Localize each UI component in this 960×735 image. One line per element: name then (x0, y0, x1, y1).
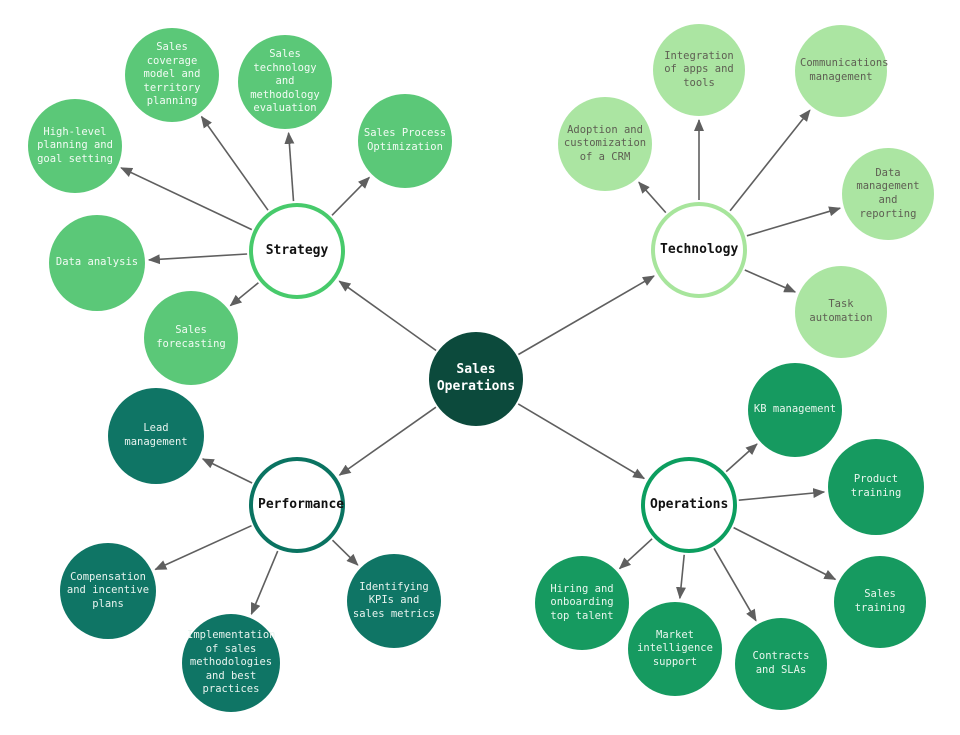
node-label-integration-apps: Integration of apps and tools (664, 49, 734, 89)
node-adoption-crm[interactable]: Adoption and customization of a CRM (558, 97, 652, 191)
node-label-performance: Performance (258, 496, 345, 512)
node-label-operations: Operations (650, 496, 729, 512)
connector-technology-to-adoption-crm (638, 181, 667, 214)
connector-sales-operations-to-technology (517, 275, 655, 356)
node-label-hiring-onboarding: Hiring and onboarding top talent (550, 582, 614, 622)
connector-sales-operations-to-strategy (338, 280, 437, 352)
node-sales-operations[interactable]: Sales Operations (429, 332, 523, 426)
connector-technology-to-task-automation (744, 269, 797, 293)
node-label-market-intel: Market intelligence support (637, 628, 713, 668)
connector-technology-to-data-mgmt-reporting (746, 206, 842, 237)
connector-performance-to-identifying-kpis (331, 539, 359, 566)
node-contracts-slas[interactable]: Contracts and SLAs (735, 618, 827, 710)
node-compensation[interactable]: Compensation and incentive plans (60, 543, 156, 639)
node-sales-forecasting[interactable]: Sales forecasting (144, 291, 238, 385)
node-label-adoption-crm: Adoption and customization of a CRM (563, 123, 647, 163)
node-label-sales-process-opt: Sales Process Optimization (363, 127, 447, 153)
node-identifying-kpis[interactable]: Identifying KPIs and sales metrics (347, 554, 441, 648)
connector-operations-to-kb-mgmt (725, 443, 758, 473)
node-label-product-training: Product training (850, 473, 902, 499)
connector-performance-to-compensation (154, 524, 252, 571)
node-lead-mgmt[interactable]: Lead management (108, 388, 204, 484)
node-label-technology: Technology (660, 241, 739, 257)
node-label-data-mgmt-reporting: Data management and reporting (856, 166, 920, 220)
connector-performance-to-implementation (250, 550, 279, 616)
node-strategy[interactable]: Strategy (249, 203, 345, 299)
connector-strategy-to-data-analysis (147, 253, 248, 265)
node-operations[interactable]: Operations (641, 457, 737, 553)
node-implementation[interactable]: Implementation of sales methodologies an… (182, 614, 280, 712)
node-high-level-planning[interactable]: High-level planning and goal setting (28, 99, 122, 193)
node-sales-tech-eval[interactable]: Sales technology and methodology evaluat… (238, 35, 332, 129)
node-label-implementation: Implementation of sales methodologies an… (187, 628, 276, 696)
node-label-sales-training: Sales training (854, 588, 906, 614)
node-label-lead-mgmt: Lead management (124, 422, 188, 448)
connector-performance-to-lead-mgmt (201, 458, 253, 484)
node-communications-mgmt[interactable]: Communications management (795, 25, 889, 117)
node-label-data-analysis: Data analysis (55, 256, 139, 269)
connector-strategy-to-sales-forecasting (229, 282, 259, 307)
node-label-compensation: Compensation and incentive plans (66, 570, 150, 610)
connector-operations-to-product-training (738, 488, 826, 501)
connector-strategy-to-sales-tech-eval (284, 131, 295, 202)
connector-operations-to-hiring-onboarding (618, 538, 653, 570)
node-label-sales-forecasting: Sales forecasting (156, 324, 226, 350)
node-label-kb-mgmt: KB management (753, 403, 837, 416)
node-performance[interactable]: Performance (249, 457, 345, 553)
connector-strategy-to-sales-process-opt (331, 176, 371, 216)
node-label-strategy: Strategy (265, 242, 329, 258)
node-integration-apps[interactable]: Integration of apps and tools (653, 24, 745, 116)
node-label-communications-mgmt: Communications management (800, 57, 889, 83)
node-label-sales-coverage: Sales coverage model and territory plann… (143, 40, 201, 108)
node-label-sales-tech-eval: Sales technology and methodology evaluat… (250, 47, 320, 115)
node-sales-coverage[interactable]: Sales coverage model and territory plann… (125, 28, 219, 122)
connector-operations-to-sales-training (733, 526, 837, 581)
node-hiring-onboarding[interactable]: Hiring and onboarding top talent (535, 556, 629, 650)
connector-strategy-to-high-level-planning (120, 167, 253, 231)
node-label-task-automation: Task automation (809, 298, 873, 324)
connector-strategy-to-sales-coverage (200, 115, 269, 211)
node-label-sales-operations: Sales Operations (436, 362, 516, 394)
node-technology[interactable]: Technology (651, 202, 747, 298)
node-task-automation[interactable]: Task automation (795, 266, 887, 358)
node-sales-training[interactable]: Sales training (834, 556, 926, 648)
connector-operations-to-contracts-slas (713, 547, 757, 622)
node-market-intel[interactable]: Market intelligence support (628, 602, 722, 696)
node-sales-process-opt[interactable]: Sales Process Optimization (358, 94, 452, 188)
connector-operations-to-market-intel (676, 554, 686, 600)
node-label-contracts-slas: Contracts and SLAs (752, 650, 810, 676)
node-product-training[interactable]: Product training (828, 439, 924, 535)
node-label-identifying-kpis: Identifying KPIs and sales metrics (352, 580, 436, 620)
node-label-high-level-planning: High-level planning and goal setting (37, 125, 113, 165)
connector-technology-to-communications-mgmt (729, 109, 811, 212)
node-data-analysis[interactable]: Data analysis (49, 215, 145, 311)
connector-sales-operations-to-performance (338, 406, 437, 476)
node-data-mgmt-reporting[interactable]: Data management and reporting (842, 148, 934, 240)
connector-sales-operations-to-operations (517, 403, 646, 480)
node-kb-mgmt[interactable]: KB management (748, 363, 842, 457)
